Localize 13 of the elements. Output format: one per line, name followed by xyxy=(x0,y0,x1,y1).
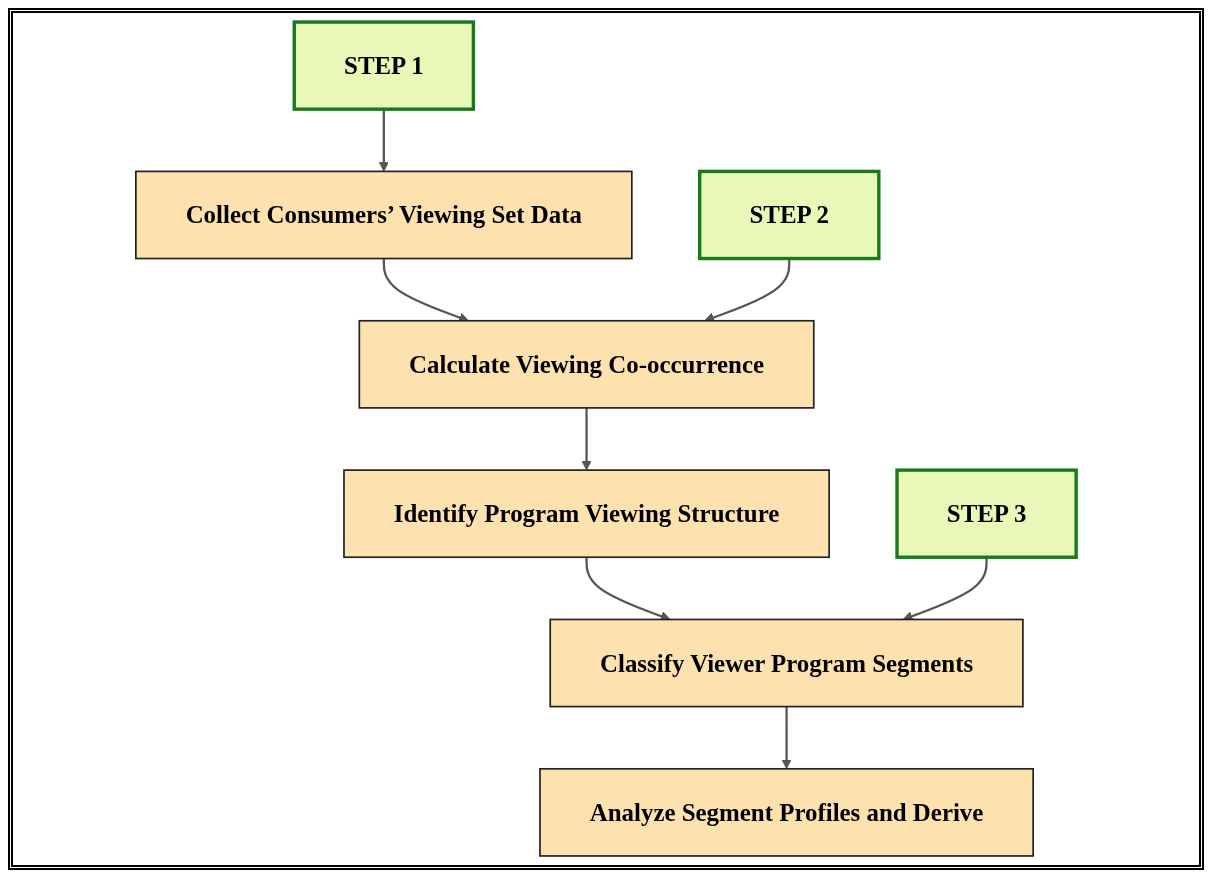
arrow xyxy=(781,706,792,770)
arrow xyxy=(378,109,389,172)
arrow xyxy=(581,407,592,471)
node-box: STEP 1 xyxy=(292,20,476,111)
node-box: STEP 2 xyxy=(698,169,881,261)
arrow xyxy=(585,557,671,621)
node-box: STEP 3 xyxy=(895,468,1078,559)
node-box: Analyze Segment Profiles and Derive xyxy=(539,767,1034,857)
node-box: Collect Consumers’ Viewing Set Data xyxy=(135,170,633,260)
node-box: Identify Program Viewing Structure xyxy=(343,469,830,559)
arrow xyxy=(902,557,988,621)
node-box: Classify Viewer Program Segments xyxy=(549,618,1024,708)
node-box: Calculate Viewing Co-occurrence xyxy=(358,319,815,409)
